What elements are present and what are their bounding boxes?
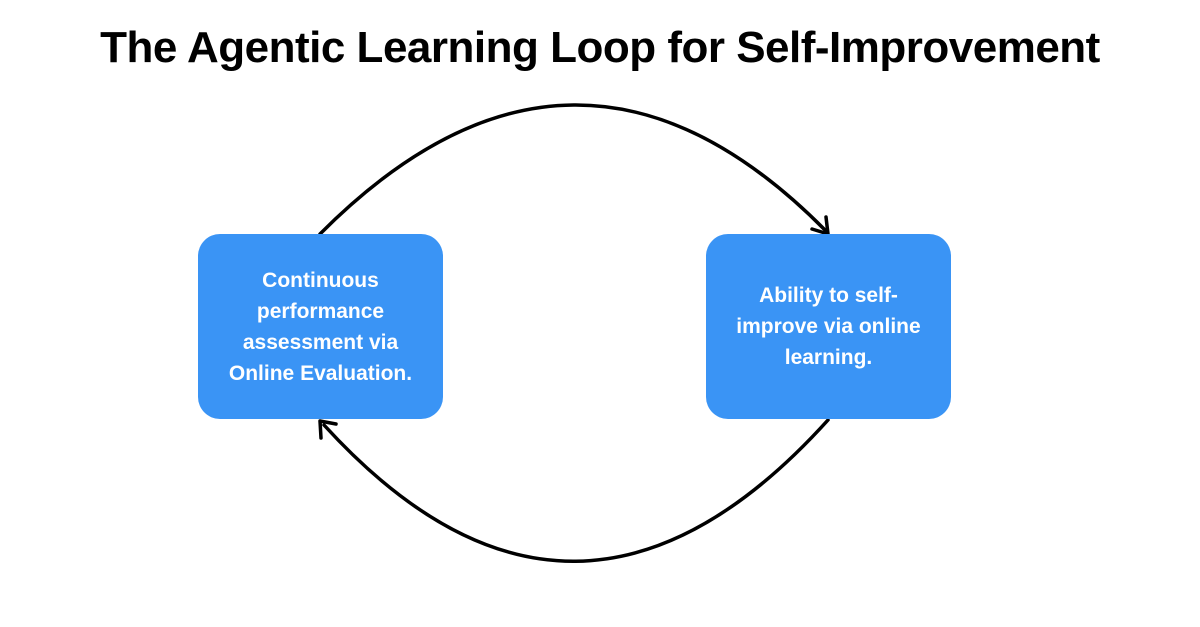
diagram-title: The Agentic Learning Loop for Self-Impro… [100,23,1100,72]
online-learning-label: Ability to self-improve via online learn… [736,284,921,369]
bottom-arrow-curve [322,418,830,563]
online-evaluation-node: Continuous performance assessment via On… [198,234,443,419]
top-arrow-curve [318,103,827,236]
bottom-arrowhead-icon [318,419,338,440]
online-evaluation-label: Continuous performance assessment via On… [228,268,413,385]
online-learning-node: Ability to self-improve via online learn… [706,234,951,419]
